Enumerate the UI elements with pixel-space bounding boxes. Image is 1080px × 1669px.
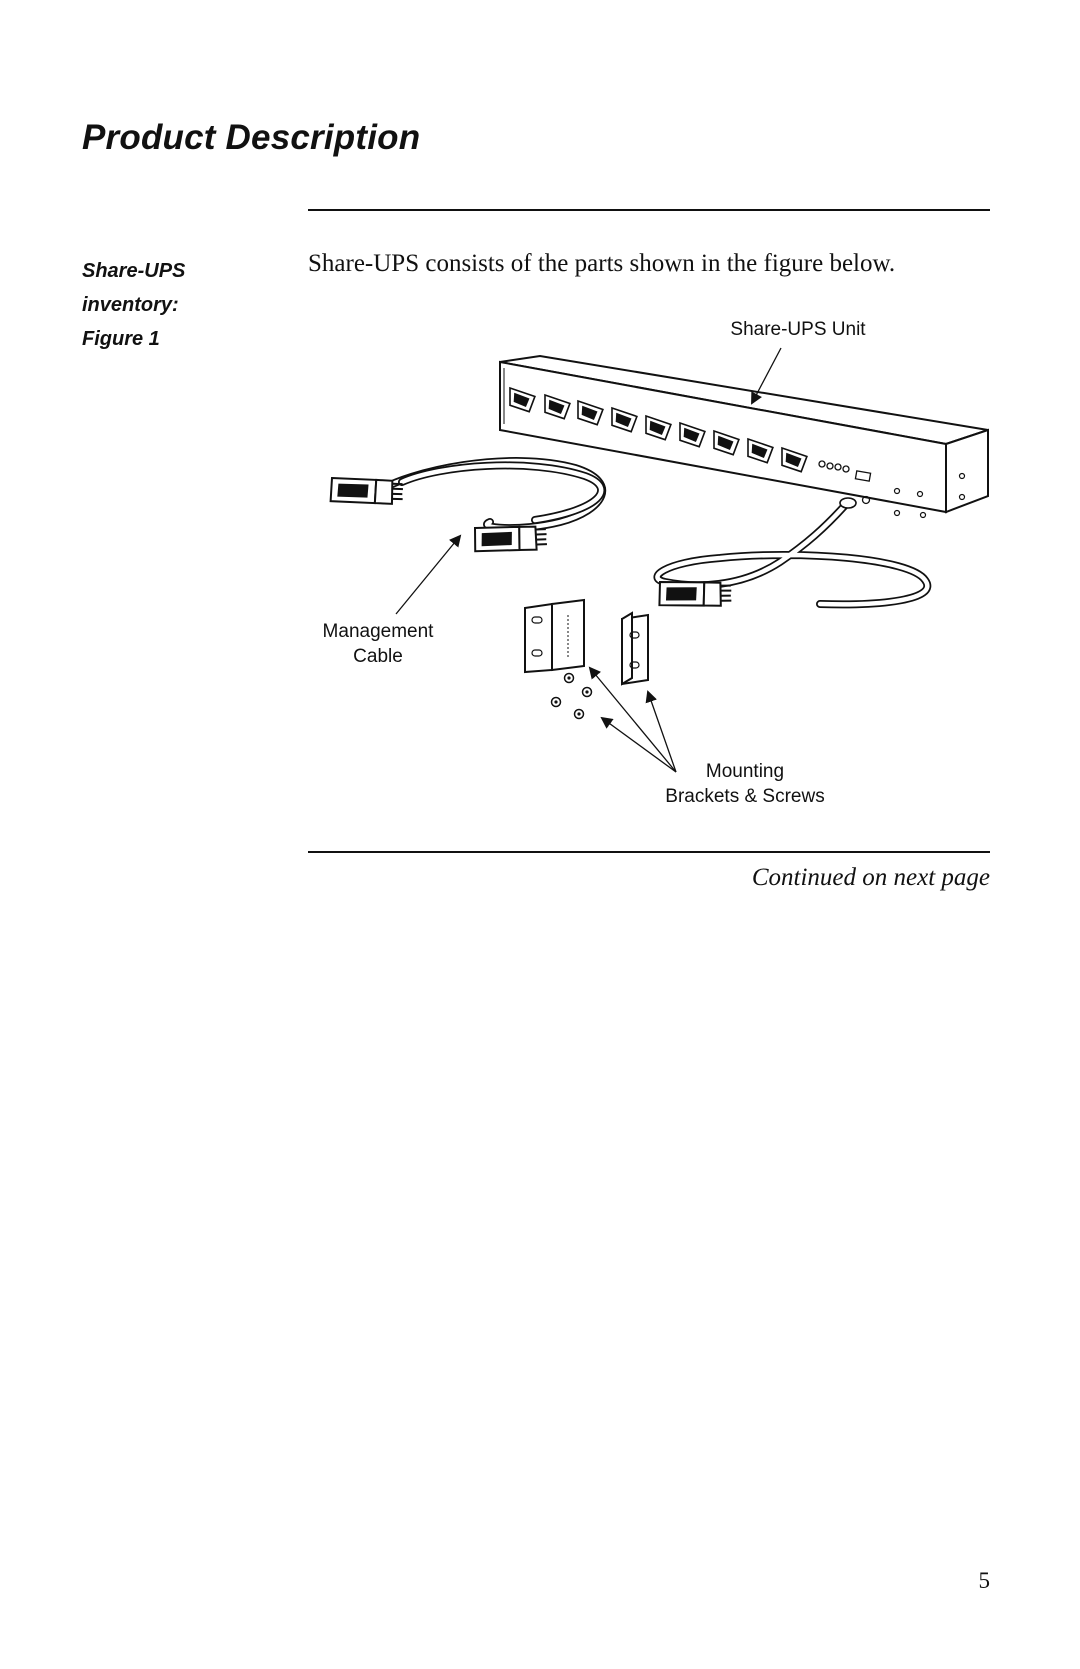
intro-paragraph: Share-UPS consists of the parts shown in… [308,250,896,277]
unit-cable [653,497,932,614]
top-divider [308,209,990,211]
section-label: Share-UPS inventory: Figure 1 [82,254,185,356]
section-label-line: Share-UPS [82,260,186,282]
mounting-label-line1: Mounting [706,761,784,782]
continued-note: Continued on next page [751,864,990,891]
page-number: 5 [978,1568,991,1593]
management-cable [328,457,607,560]
page-title: Product Description [82,118,421,157]
share-ups-unit-label: Share-UPS Unit [730,319,866,340]
callout-arrows [395,347,782,773]
share-ups-unit [499,354,989,519]
mounting-label-line2: Brackets & Screws [665,786,824,807]
management-cable-label-line1: Management [323,621,435,642]
mounting-brackets [524,598,649,686]
section-label-line: Figure 1 [82,328,160,350]
inventory-figure: Share-UPS Unit Management Cable Mounting… [300,300,1000,820]
bottom-divider [308,851,990,853]
management-cable-label-line2: Cable [353,646,403,667]
section-label-line: inventory: [82,294,179,316]
mounting-screws [550,672,593,720]
inventory-illustration: Share-UPS Unit Management Cable Mounting… [323,319,989,807]
